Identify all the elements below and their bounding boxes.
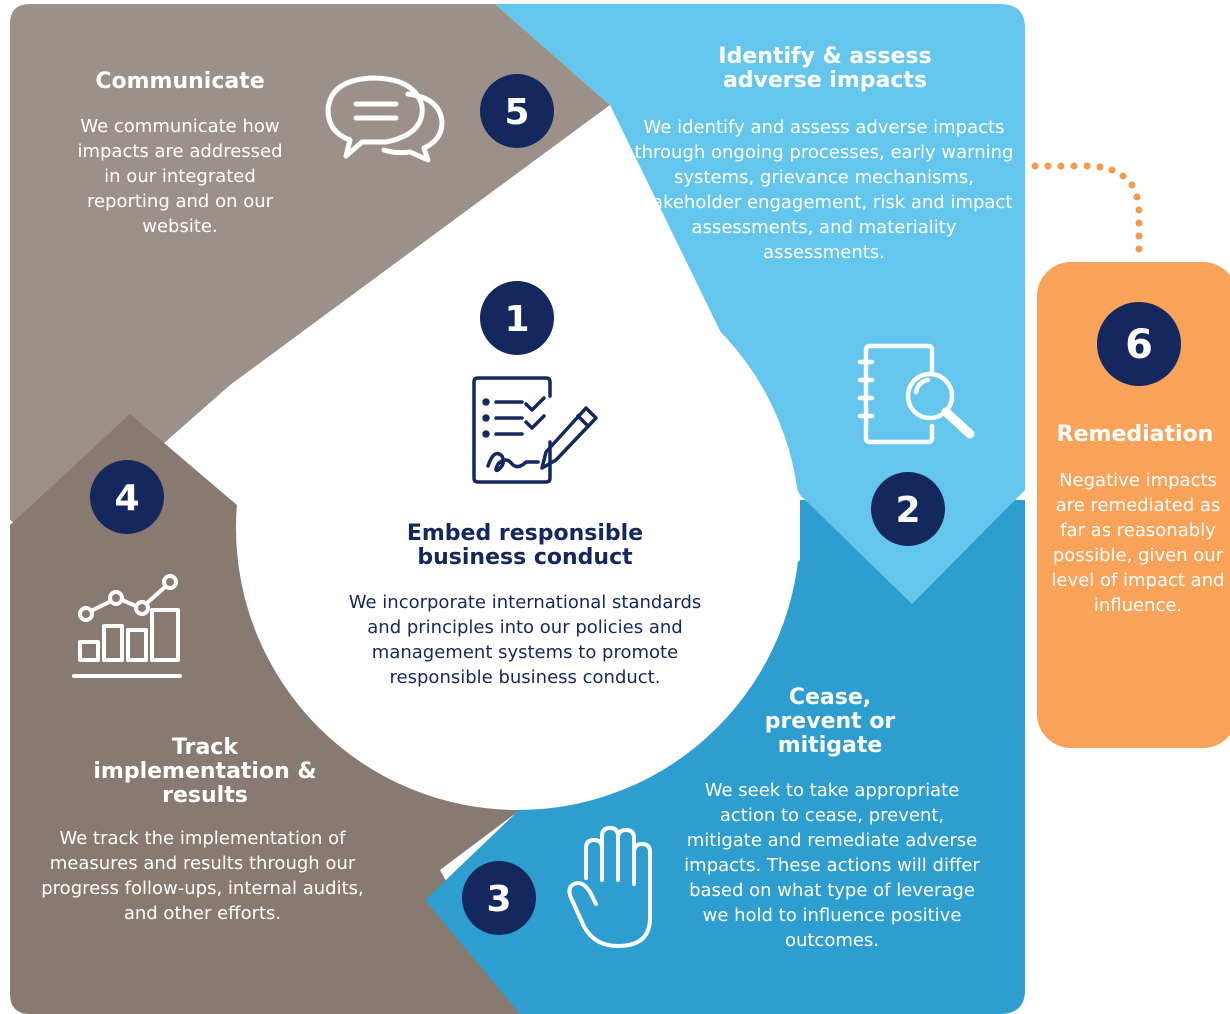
identify-panel	[495, 4, 1025, 604]
svg-text:4: 4	[114, 478, 139, 519]
communicate-text: We communicate how impacts are addressed…	[77, 116, 283, 237]
svg-text:1: 1	[504, 299, 529, 340]
identify-title: Identify & assess adverse impacts	[718, 44, 932, 93]
signed-document-icon	[472, 376, 598, 484]
dotted-connector	[1031, 162, 1143, 253]
communicate-panel	[10, 4, 610, 548]
badge-3: 3	[462, 861, 536, 935]
remediation-text: Negative impacts are remediated as far a…	[1051, 470, 1225, 616]
track-text: We track the implementation of measures …	[41, 828, 364, 924]
quadrant-backgrounds	[10, 4, 1025, 1014]
cease-title: Cease, prevent or mitigate	[764, 685, 896, 758]
identify-text: We identify and assess adverse impacts t…	[634, 117, 1014, 263]
svg-text:5: 5	[504, 92, 529, 133]
badge-2: 2	[871, 472, 945, 546]
badge-5: 5	[480, 74, 554, 148]
badge-6: 6	[1097, 302, 1181, 386]
track-panel	[10, 414, 560, 1014]
remediation-panel	[1037, 262, 1230, 748]
svg-text:6: 6	[1125, 322, 1153, 368]
badge-1: 1	[480, 281, 554, 355]
badge-4: 4	[90, 460, 164, 534]
track-title: Track implementation & results	[93, 735, 317, 808]
cease-text: We seek to take appropriate action to ce…	[684, 780, 980, 951]
svg-text:2: 2	[895, 490, 920, 531]
remediation-title: Remediation	[1056, 422, 1214, 447]
notebook-magnifier-icon	[857, 343, 975, 445]
speech-bubbles-icon	[325, 75, 445, 163]
raised-hand-icon	[567, 826, 652, 948]
svg-text:3: 3	[486, 879, 511, 920]
communicate-title: Communicate	[95, 69, 265, 94]
center-circle	[236, 246, 800, 810]
embed-text: We incorporate international standards a…	[348, 592, 702, 688]
embed-title: Embed responsible business conduct	[406, 521, 644, 570]
growth-chart-icon	[72, 574, 182, 678]
